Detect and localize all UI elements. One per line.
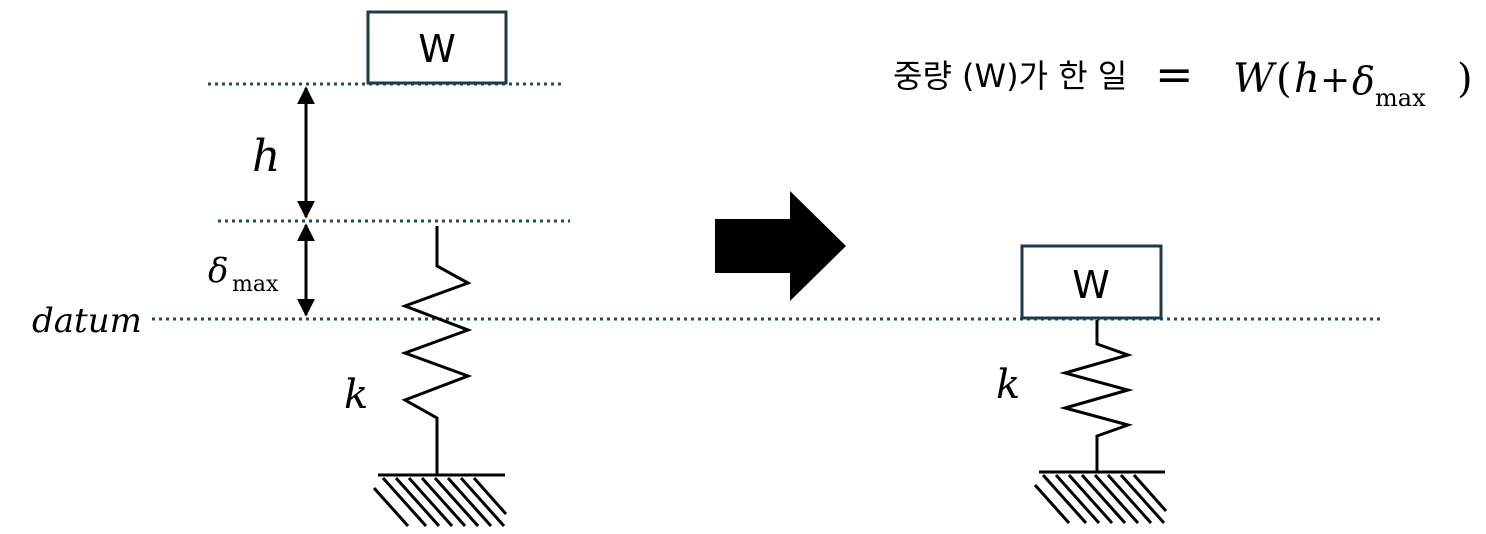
weight-box-initial (366, 10, 508, 85)
transition-arrow (715, 191, 846, 301)
ground-hatching-left (372, 476, 508, 528)
equation-delta: δ (1352, 59, 1375, 103)
datum-label: datum (32, 301, 142, 341)
spring-uncompressed (400, 226, 473, 474)
deflection-symbol: δ (208, 251, 228, 291)
spring-compressed (1059, 320, 1134, 471)
equation-close-paren: ) (1457, 56, 1473, 102)
weight-label-initial: W (418, 27, 456, 71)
work-equation: 중량 (W)가 한 일 = W ( h + δ max ) (893, 47, 1473, 112)
equation-equals: = (1155, 47, 1194, 101)
equation-W: W (1233, 56, 1277, 102)
height-symbol: h (252, 131, 280, 182)
equation-h: h (1294, 56, 1320, 102)
right-figure: W k (996, 244, 1168, 525)
weight-label-compressed: W (1072, 263, 1110, 307)
equation-open-paren: ( (1276, 56, 1292, 102)
deflection-subscript: max (232, 272, 279, 297)
equation-subscript: max (1375, 84, 1426, 112)
left-figure: W h δ max datum k (32, 10, 1380, 528)
spring-constant-label-right: k (996, 362, 1020, 408)
equation-prefix: 중량 (W)가 한 일 (893, 57, 1127, 95)
ground-hatching-right (1033, 473, 1168, 525)
equation-plus: + (1320, 60, 1350, 101)
weight-box-compressed (1020, 244, 1163, 320)
spring-constant-label-left: k (344, 372, 368, 418)
